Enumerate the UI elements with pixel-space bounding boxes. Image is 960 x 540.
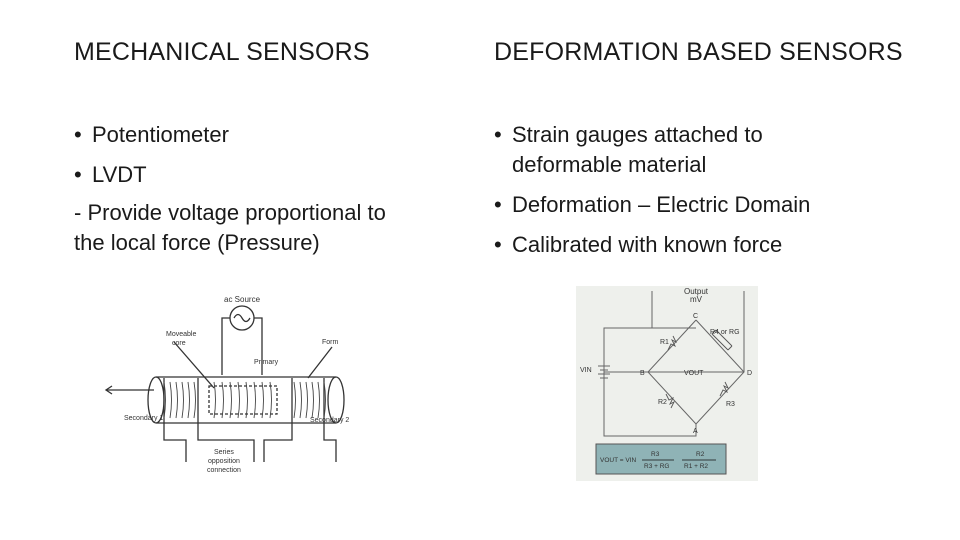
lvdt-diagram: ac Source Moveable core Primary Form Sec… [104, 295, 349, 474]
svg-text:R4 or RG: R4 or RG [710, 329, 740, 336]
svg-text:connection: connection [207, 467, 241, 474]
deformation-sensors-list: •Strain gauges attached to deformable ma… [494, 120, 914, 270]
svg-text:Secondary 2: Secondary 2 [310, 417, 349, 424]
wheatstone-bridge-diagram: Output mV C B D A R1 R2 R3 R4 or RG VIN … [576, 286, 758, 481]
svg-text:opposition: opposition [208, 458, 240, 465]
svg-text:R2: R2 [696, 451, 705, 458]
svg-text:R1 + R2: R1 + R2 [684, 463, 708, 470]
svg-text:VOUT: VOUT [684, 370, 704, 377]
svg-text:R1: R1 [660, 339, 669, 346]
svg-text:core: core [172, 340, 186, 347]
list-item: •Deformation – Electric Domain [494, 192, 811, 217]
list-item: •Potentiometer [74, 122, 229, 147]
svg-text:Secondary 1: Secondary 1 [124, 415, 163, 422]
left-heading: MECHANICAL SENSORS [74, 38, 370, 66]
note-text: - Provide voltage proportional to the lo… [74, 200, 386, 255]
svg-text:R3: R3 [651, 451, 660, 458]
svg-text:C: C [693, 313, 698, 320]
svg-text:R3 + RG: R3 + RG [644, 463, 669, 470]
svg-text:ac Source: ac Source [224, 295, 261, 304]
svg-text:Primary: Primary [254, 359, 279, 366]
svg-text:D: D [747, 370, 752, 377]
mechanical-sensors-list: •Potentiometer •LVDT - Provide voltage p… [74, 120, 474, 268]
svg-text:R3: R3 [726, 401, 735, 408]
svg-text:R2: R2 [658, 399, 667, 406]
svg-text:Series: Series [214, 449, 234, 456]
svg-text:VIN: VIN [580, 367, 592, 374]
svg-text:B: B [640, 370, 645, 377]
svg-text:mV: mV [690, 295, 703, 304]
list-item: •Strain gauges attached to deformable ma… [494, 122, 763, 177]
svg-text:VOUT = VIN: VOUT = VIN [600, 457, 636, 464]
list-item: •Calibrated with known force [494, 232, 783, 257]
list-item: •LVDT [74, 162, 147, 187]
right-heading: DEFORMATION BASED SENSORS [494, 38, 903, 66]
svg-text:A: A [693, 428, 698, 435]
svg-text:Moveable: Moveable [166, 331, 196, 338]
svg-text:Output: Output [684, 287, 709, 296]
svg-text:Form: Form [322, 339, 339, 346]
